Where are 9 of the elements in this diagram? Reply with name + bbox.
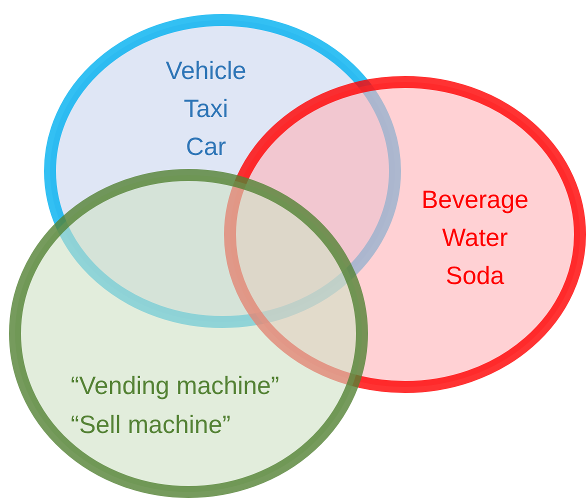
venn-label: “Sell machine” (70, 410, 231, 441)
venn-label: Vehicle (166, 56, 246, 87)
venn-label: Car (186, 132, 226, 163)
venn-label: Taxi (184, 94, 228, 125)
venn-label: Water (442, 223, 508, 254)
venn-label: Beverage (421, 185, 529, 216)
venn-label: Soda (446, 261, 504, 292)
venn-ellipse (9, 169, 368, 498)
venn-label: “Vending machine” (70, 371, 280, 402)
